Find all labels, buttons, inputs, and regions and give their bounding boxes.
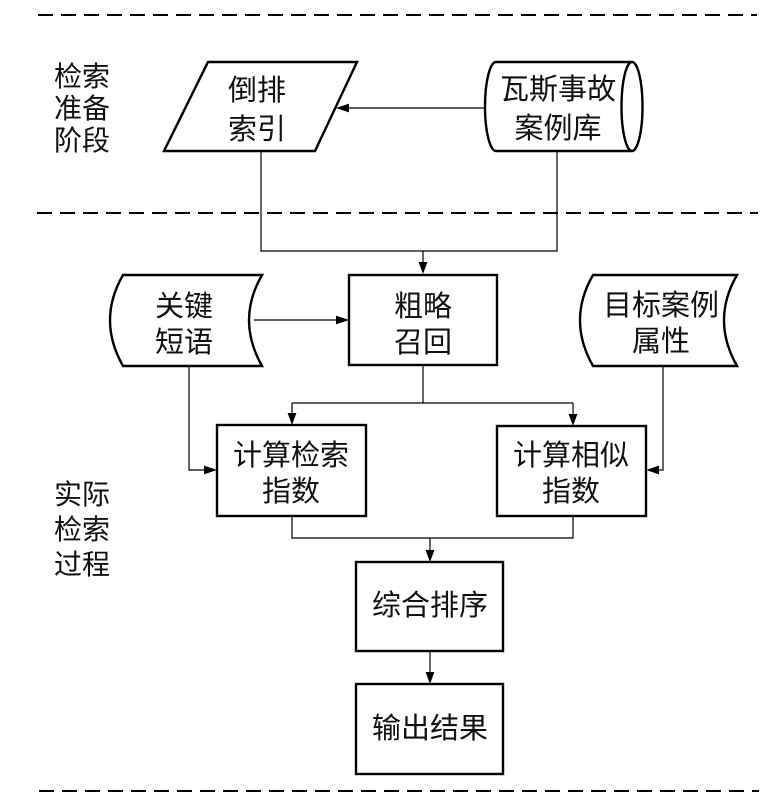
node-label-line: 目标案例 bbox=[603, 289, 719, 322]
connector-key-phrases-to-retrieval-index bbox=[188, 366, 217, 475]
stage-label-line: 准备 bbox=[54, 93, 110, 125]
stage-label-line: 阶段 bbox=[54, 125, 110, 157]
stage-label-line: 检索 bbox=[54, 61, 110, 93]
stage-label-line: 过程 bbox=[54, 549, 110, 581]
inverted-index-label: 倒排 索引 bbox=[228, 74, 286, 146]
stage-label-line: 检索 bbox=[54, 514, 110, 546]
case-library-label: 瓦斯事故 案例库 bbox=[500, 73, 616, 145]
case-library-shape bbox=[483, 60, 644, 153]
connector-ranking-to-output bbox=[425, 651, 435, 684]
arrowhead bbox=[418, 262, 428, 274]
node-label-line: 索引 bbox=[228, 113, 286, 146]
node-label-line: 指数 bbox=[542, 475, 600, 508]
node-label-line: 综合排序 bbox=[372, 589, 488, 622]
stage-label-actual-retrieval: 实际 检索 过程 bbox=[54, 479, 110, 581]
key-phrases-shape bbox=[108, 273, 265, 368]
connector-target-attributes-to-similarity-index bbox=[646, 366, 664, 475]
connector-top-shapes-to-rough-recall bbox=[260, 151, 558, 274]
arrowhead bbox=[568, 414, 578, 426]
node-label-line: 计算相似 bbox=[513, 439, 629, 472]
comprehensive-ranking-label: 综合排序 bbox=[372, 589, 488, 622]
arrowhead bbox=[336, 315, 349, 325]
similarity-index-shape bbox=[495, 424, 648, 518]
node-label-line: 属性 bbox=[632, 325, 690, 358]
arrowhead bbox=[425, 672, 435, 684]
node-label-line: 案例库 bbox=[514, 112, 601, 145]
node-label-line: 关键 bbox=[155, 290, 213, 323]
output-result-shape bbox=[354, 682, 505, 776]
target-attributes-label: 目标案例 属性 bbox=[603, 289, 719, 358]
node-label-line: 输出结果 bbox=[372, 712, 488, 745]
node-label-line: 粗略 bbox=[394, 290, 452, 323]
connector-case-library-to-inverted-index bbox=[336, 103, 485, 113]
rough-recall-shape bbox=[347, 273, 499, 367]
arrowhead bbox=[646, 465, 659, 475]
connector-key-phrases-to-rough-recall bbox=[254, 315, 349, 325]
node-label-line: 计算检索 bbox=[233, 439, 349, 472]
arrowhead bbox=[425, 550, 435, 562]
stage-label-line: 实际 bbox=[54, 479, 110, 511]
node-label-line: 短语 bbox=[155, 326, 213, 359]
arrowhead bbox=[204, 465, 217, 475]
node-label-line: 召回 bbox=[394, 327, 452, 359]
arrowhead bbox=[287, 413, 297, 425]
connector-indexes-merge-to-ranking bbox=[291, 516, 574, 562]
comprehensive-ranking-shape bbox=[354, 560, 505, 653]
node-label-line: 指数 bbox=[262, 475, 320, 508]
similarity-index-label: 计算相似 指数 bbox=[513, 439, 629, 508]
output-result-label: 输出结果 bbox=[372, 712, 488, 745]
inverted-index-shape bbox=[162, 60, 359, 153]
retrieval-index-shape bbox=[215, 423, 368, 518]
cylinder-end-cap bbox=[620, 60, 644, 153]
target-attributes-shape bbox=[578, 273, 740, 368]
connector-rough-recall-split bbox=[287, 365, 578, 426]
node-label-line: 瓦斯事故 bbox=[500, 73, 616, 106]
node-label-line: 倒排 bbox=[228, 74, 286, 107]
retrieval-index-label: 计算检索 指数 bbox=[233, 439, 349, 508]
rough-recall-label: 粗略 召回 bbox=[394, 290, 452, 359]
arrowhead bbox=[336, 103, 349, 113]
key-phrases-label: 关键 短语 bbox=[155, 290, 213, 359]
stage-label-preparation: 检索 准备 阶段 bbox=[54, 61, 110, 157]
